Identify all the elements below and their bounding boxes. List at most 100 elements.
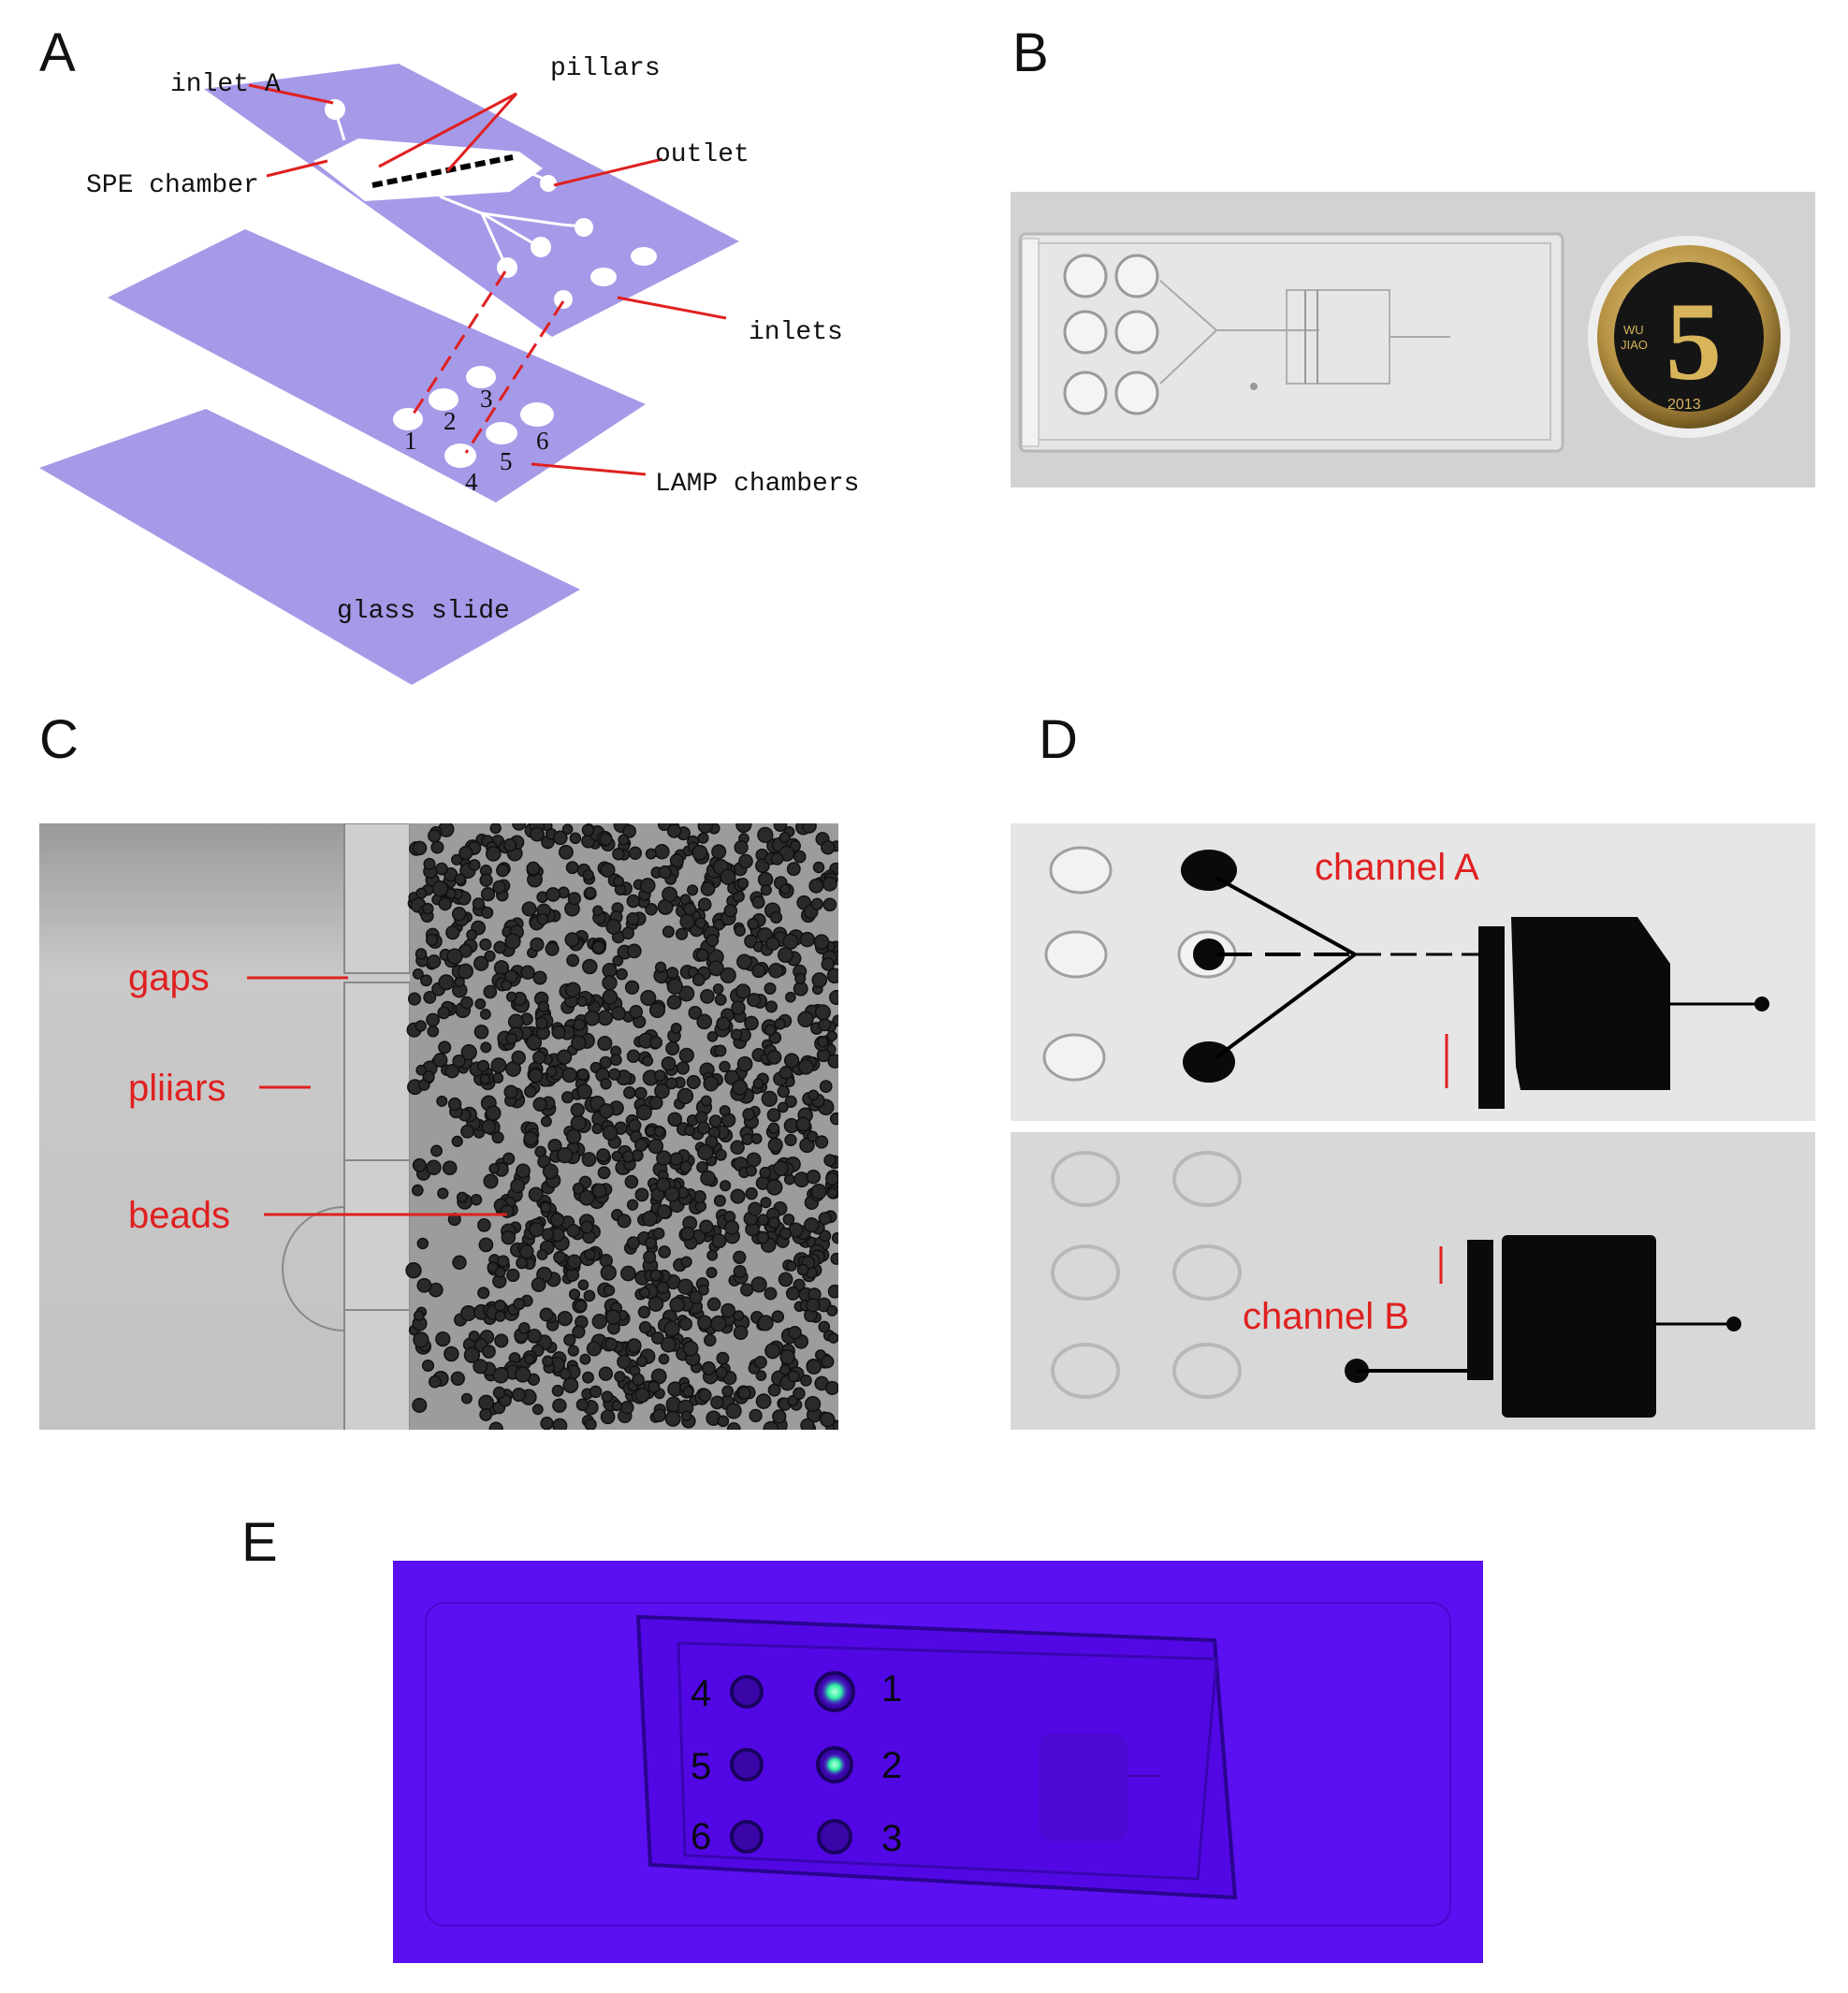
bead [454,873,467,885]
bead [676,1061,691,1075]
bead [720,1302,736,1318]
bead [477,1218,491,1232]
bead [697,1315,713,1331]
bead [618,834,630,846]
bead [512,823,527,831]
bead [697,897,712,912]
bead [488,1421,503,1430]
bead [604,1337,618,1351]
bead [654,1083,670,1099]
bead [545,941,560,956]
bead [431,880,449,897]
bead [591,1314,608,1330]
coin-text-jiao: JIAO [1621,338,1648,352]
bead [645,1237,658,1250]
bead [415,887,428,899]
bead [478,1237,494,1253]
bead [626,912,640,926]
bead [566,1254,582,1270]
bead [412,1157,427,1172]
bead [452,1255,467,1271]
bead [488,1163,500,1174]
bead [664,1410,681,1427]
bead [435,1331,451,1347]
bead [783,1053,800,1069]
bead [493,940,507,954]
bead [601,1390,614,1404]
bead [733,1264,747,1279]
bead [804,1395,822,1413]
bead [737,1386,751,1400]
coin-year: 2013 [1667,397,1701,413]
well-number-2: 2 [881,1745,902,1786]
bead [812,861,825,874]
bead [473,1359,488,1375]
chamber-number-1: 1 [404,427,417,455]
bead [764,982,777,996]
bead [826,1187,838,1199]
bead [651,1331,664,1345]
bead [669,853,684,868]
bead [697,832,709,844]
bead [582,869,594,881]
bead [412,967,424,980]
bead [756,1230,770,1244]
bead [546,1066,558,1078]
bead [669,1152,683,1166]
bead [584,1010,601,1026]
bead [764,1343,781,1360]
bead [570,1102,585,1117]
bead [437,1187,449,1200]
bead [826,1304,838,1317]
bead [747,917,760,930]
bead [501,979,513,991]
bead [600,862,616,879]
bead [764,1024,777,1037]
bead [474,997,487,1010]
bead [648,1001,666,1019]
bead [416,1277,432,1293]
bead [609,1054,622,1067]
bead [656,1150,672,1167]
bead [680,1256,692,1268]
bead [700,1170,716,1186]
bead [487,1261,499,1273]
bead [733,1325,749,1341]
bead [703,1075,720,1092]
bead [679,1160,692,1173]
bead [535,1016,548,1030]
bead [503,1084,518,1099]
bead [540,1115,552,1127]
beads-field [405,823,838,1430]
bead [572,1182,585,1195]
bead [599,832,613,847]
bead [660,1336,677,1353]
panel-b-chip-photo: 5 WU JIAO 2013 [1011,192,1815,487]
bead [447,1097,462,1112]
bead [658,1353,670,1365]
bead [483,1173,499,1189]
bead [411,1184,424,1197]
bead [589,1385,603,1399]
bead [730,1028,743,1041]
bead [416,1237,429,1250]
bead [643,1250,657,1264]
bead [511,1050,526,1066]
label-glass-slide: glass slide [337,597,510,626]
bead [502,1152,516,1165]
bead [794,972,807,984]
bead [706,1297,721,1312]
bead [583,1289,596,1302]
bead [645,848,657,860]
bead [642,1210,658,1227]
bead [513,1298,526,1311]
bead [818,1018,832,1032]
bead [504,933,521,950]
bead [803,1216,820,1233]
bead [716,1351,730,1365]
bead [620,1401,634,1415]
bead [581,1152,597,1168]
bead [783,1173,795,1186]
bead [492,880,506,895]
bead [748,1201,763,1216]
